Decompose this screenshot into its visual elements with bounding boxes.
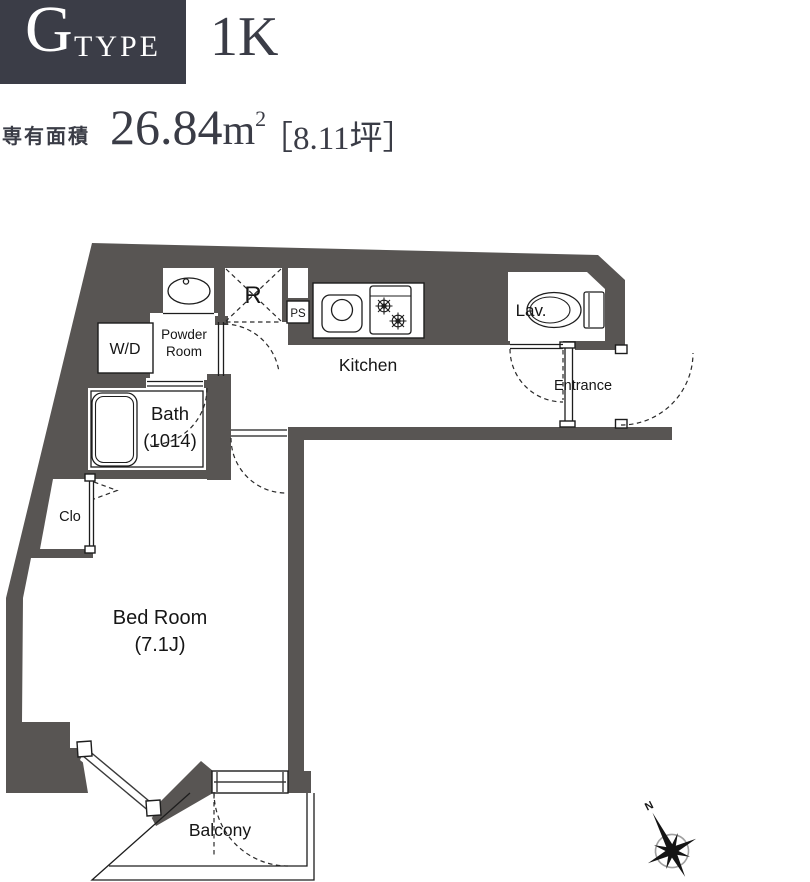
label-lavatory: Lav. (516, 301, 547, 320)
bedroom-door-gap (231, 427, 288, 440)
layout-type-text: 1K (210, 6, 279, 68)
bath-side-wall (207, 386, 231, 480)
compass-north-label: N (643, 799, 656, 813)
lavatory-floor (508, 272, 605, 341)
area-label: 専有面積 (2, 126, 90, 148)
wall-jamb (207, 374, 231, 388)
compass-icon: N (643, 799, 697, 877)
area-value: 26.84m2 (110, 98, 266, 156)
area-tsubo: ［8.11坪］ (260, 121, 416, 157)
plan-type-badge: G TYPE (0, 0, 186, 84)
area-number: 26.84 (110, 99, 223, 155)
label-pipe-space: PS (290, 308, 306, 320)
pipe-space-box (286, 300, 310, 324)
label-bath-size: (1014) (143, 430, 196, 451)
door-swings (93, 268, 694, 867)
thin-walls (84, 312, 628, 554)
wall-jamb (215, 316, 228, 325)
washer-dryer-box (97, 322, 154, 374)
balcony-outline (90, 792, 315, 881)
label-entrance: Entrance (554, 378, 612, 394)
shaft (288, 268, 308, 298)
kitchen-sink-icon (321, 294, 363, 333)
lavatory-door-gap (510, 341, 563, 352)
label-bedroom-size: (7.1J) (134, 634, 185, 656)
stove-icon (369, 285, 412, 335)
hall-floor (225, 322, 288, 428)
front-door-gap (616, 345, 627, 428)
closet-floor (40, 479, 88, 549)
door-jamb (614, 418, 628, 429)
label-refrigerator: R (244, 282, 261, 309)
bedroom-floor (22, 440, 288, 809)
corner-window (76, 740, 162, 818)
label-balcony: Balcony (189, 820, 252, 840)
powder-sink-alcove (163, 268, 214, 313)
balcony-window (211, 770, 289, 794)
label-bedroom: Bed Room (113, 607, 208, 629)
kitchen-counter (312, 282, 425, 339)
powder-wall-gap (217, 322, 225, 376)
area-exponent: 2 (255, 106, 267, 131)
powder-room-floor (150, 313, 218, 380)
bath-door-gap (146, 378, 204, 390)
closet-front-gap (86, 479, 95, 549)
area-unit: m (222, 108, 256, 154)
powder-sink-icon (167, 277, 211, 305)
label-kitchen: Kitchen (339, 355, 397, 375)
entrance-floor (575, 350, 616, 427)
door-jamb (614, 344, 628, 355)
plan-type-word: TYPE (74, 30, 161, 63)
bath-floor (88, 388, 206, 470)
label-bath: Bath (151, 403, 189, 424)
kitchen-corridor-floor (283, 345, 567, 427)
toilet-icon (526, 291, 605, 329)
label-powder-1: Powder (161, 327, 207, 342)
label-washer-dryer: W/D (109, 341, 140, 358)
plan-type-letter: G (25, 0, 73, 66)
refrigerator-space (225, 268, 282, 330)
label-closet: Clo (59, 509, 81, 525)
bathtub-icon (91, 392, 138, 467)
layout-type: 1K (210, 0, 278, 68)
label-powder-2: Room (166, 344, 202, 359)
